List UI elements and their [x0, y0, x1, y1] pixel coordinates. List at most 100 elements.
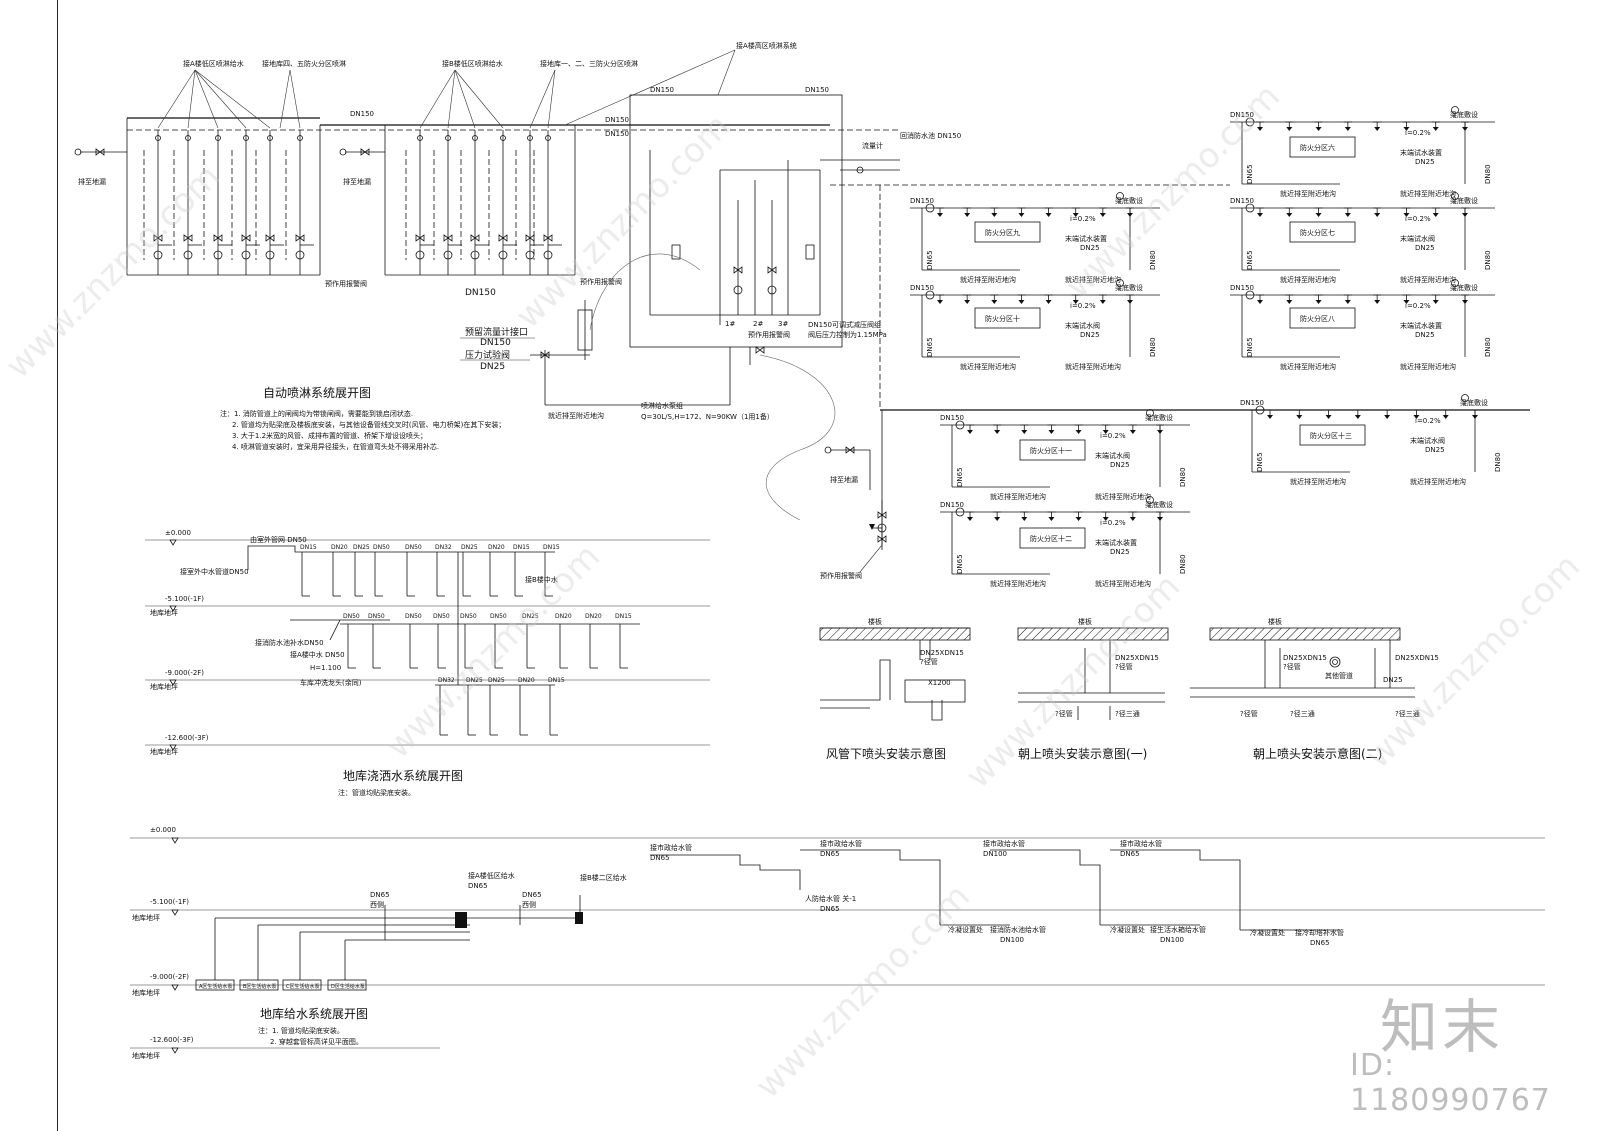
alarm-valve-icon [265, 250, 275, 260]
zone-name: 防火分区七 [1300, 228, 1335, 237]
flow-indicator-icon [925, 290, 935, 300]
sup-civil: 人防给水管 关-1 [805, 894, 856, 903]
label-relief2: 阀后压力控制为1.15MPa [808, 330, 887, 339]
alarm-valve-icon [543, 250, 553, 260]
supply-title: 地库给水系统展开图 [260, 1006, 368, 1021]
gauge-icon [472, 135, 478, 141]
label-pump-spec: Q=30L/S,H=172、N=90KW（1用1备） [641, 412, 774, 421]
sprinkler-head-icon [1314, 294, 1324, 305]
sup-level-3: -12.600(-3F) [150, 1036, 194, 1044]
irrigation-title: 地库浇洒水系统展开图 [343, 768, 463, 783]
zone-slope-label: i=0.2% [1070, 215, 1096, 223]
label-alarm3: 预作用报警阀 [748, 330, 790, 339]
zone-dn80-label: DN80 [1179, 467, 1187, 487]
zone-drain-label-2: 就近排至附近地沟 [1065, 362, 1121, 371]
zone-slope-label: i=0.2% [1070, 302, 1096, 310]
flow-indicator-icon [955, 420, 965, 430]
irr-dn-label: DN15 [548, 677, 565, 684]
zone-name: 防火分区十二 [1030, 534, 1072, 543]
sprinkler-head-icon [1314, 207, 1324, 218]
irr-pump-dn50: 接消防水池补水DN50 [255, 638, 324, 647]
irr-dn-label: DN20 [488, 544, 505, 551]
sup-level-2: -9.000(-2F) [150, 973, 189, 981]
zone-dn25-label: DN25 [1080, 244, 1100, 252]
label-dn150-top5: DN150 [805, 86, 829, 94]
sup-floor-1: 地库地坪 [132, 913, 160, 922]
flow-indicator-icon [955, 507, 965, 517]
irr-dn-label: DN20 [555, 613, 572, 620]
sprinkler-head-icon [1431, 294, 1441, 305]
sprinkler-head-icon [1343, 294, 1353, 305]
zone-beam-label: 梁底敷设 [1460, 398, 1488, 407]
zone-slope-label: i=0.2% [1415, 417, 1441, 425]
irr-dn-label: DN20 [585, 613, 602, 620]
zone-box [974, 221, 1041, 243]
zone-dn65-label: DN65 [956, 554, 964, 574]
zone-slope-label: i=0.2% [1100, 519, 1126, 527]
irr-dn-label: DN20 [518, 677, 535, 684]
gate-valve-icon [183, 234, 193, 242]
wm-4: www.znzmo.com [508, 106, 738, 336]
gate-valve-icon [265, 234, 275, 242]
alarm-valve-icon [498, 250, 508, 260]
zone-dn25-label: DN25 [1415, 244, 1435, 252]
sprinkler-head-icon [1343, 207, 1353, 218]
sup-dn65-a: DN65 [370, 891, 390, 899]
zone-beam-label: 梁底敷设 [1450, 283, 1478, 292]
zone-dn65-label: DN65 [926, 250, 934, 270]
sprinkler-head-icon [1044, 207, 1054, 218]
irr-dn-label: DN32 [438, 677, 455, 684]
sprinkler-head-icon [992, 511, 1002, 522]
sheet-border [57, 0, 1570, 1131]
zone-dn80-label: DN80 [1484, 250, 1492, 270]
sup-tank4: D区生活给水泵 [331, 983, 365, 990]
flow-indicator-icon [1245, 203, 1255, 213]
sup-tank1: A区生活给水泵 [199, 983, 232, 990]
flow-indicator-icon [925, 203, 935, 213]
zone-box [974, 307, 1041, 329]
drawing-id: ID: 1180990767 [1350, 1048, 1551, 1118]
sup-dn65-b: DN65 [522, 891, 542, 899]
label-drain3: 排至地漏 [830, 475, 858, 484]
sprinkler-head-icon [989, 207, 999, 218]
detail1-w: X1200 [928, 679, 951, 687]
irr-dn-label: DN20 [331, 544, 348, 551]
zone-beam-label: 梁底敷设 [1145, 500, 1173, 509]
label-alarm4: 预作用报警阀 [820, 571, 862, 580]
detail3-other: 其他管道 [1325, 671, 1353, 680]
zone-dn150: DN150 [1230, 197, 1254, 205]
sup-dn65-g: DN65 [820, 905, 840, 913]
sprinkler-head-icon [1314, 121, 1324, 132]
zone-dn150: DN150 [940, 501, 964, 509]
sup-dn65-h: DN65 [1310, 939, 1330, 947]
sprinkler-head-icon [1019, 424, 1029, 435]
alarm-valve-icon [295, 250, 305, 260]
sup-life-tank: 接生活水箱给水管 [1150, 925, 1206, 934]
sup-city-2: 接市政给水管 [820, 839, 862, 848]
sprinkler-note-1: 注：1. 消防管道上的闸阀均为带锁闸阀，需要能到锁启闭状态. [220, 409, 413, 418]
detail3-slab: 楼板 [1268, 617, 1282, 626]
zone-beam-label: 梁底敷设 [1115, 283, 1143, 292]
label-pump3: 3# [778, 320, 788, 328]
sup-b-supply: 接B楼二区给水 [580, 873, 627, 882]
irr-dn-label: DN50 [490, 613, 507, 620]
sprinkler-head-icon [1284, 121, 1294, 132]
sup-dn100-a: DN100 [983, 850, 1007, 858]
zone-dn65-label: DN65 [1246, 164, 1254, 184]
sprinkler-head-icon [1016, 207, 1026, 218]
supply-system: ±0.000 -5.100(-1F) 地库地坪 -9.000(-2F) 地库地坪… [130, 826, 1545, 1060]
irr-h: H=1.100 [310, 664, 341, 672]
sprinkler-head-icon [1284, 207, 1294, 218]
sprinkler-head-icon [962, 294, 972, 305]
label-press-dn: DN25 [480, 362, 505, 372]
detail2-dn: DN25XDN15 [1115, 654, 1159, 662]
sprinkler-head-icon [1372, 121, 1382, 132]
zone-dn25-label: DN25 [1110, 548, 1130, 556]
sprinkler-head-icon [1294, 409, 1304, 420]
sprinkler-head-icon [1128, 511, 1138, 522]
zone-dn150: DN150 [1230, 111, 1254, 119]
zone-drain-label: 就近排至附近地沟 [1280, 189, 1336, 198]
